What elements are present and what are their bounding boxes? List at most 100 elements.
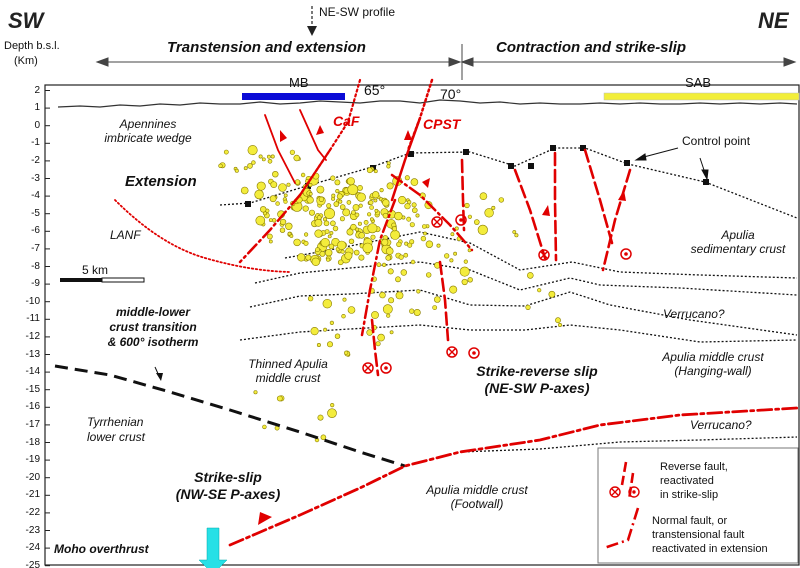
- earthquake-dot: [377, 333, 385, 342]
- earthquake-dot: [324, 229, 330, 234]
- earthquake-dot: [283, 199, 288, 204]
- earthquake-dot: [334, 179, 341, 186]
- depth-tick-label: -1: [31, 137, 40, 149]
- earthquake-dot: [358, 254, 365, 261]
- earthquake-dot: [317, 414, 324, 421]
- earthquake-dot: [243, 166, 248, 171]
- earthquake-dot: [407, 242, 413, 248]
- apulia-fw-label-1: Apulia middle crust: [426, 483, 528, 497]
- legend-item1-l2: reactivated: [660, 475, 714, 487]
- earthquake-dot: [339, 216, 345, 222]
- earthquake-dot: [389, 330, 394, 335]
- depth-tick-label: 0: [34, 119, 40, 131]
- apulia-fw-label-2: (Footwall): [450, 497, 504, 511]
- axis-label-1: Depth b.s.l.: [4, 40, 60, 52]
- earthquake-dot: [357, 221, 362, 226]
- apulia-sed-label-2: sedimentary crust: [690, 242, 786, 256]
- earthquake-dot: [335, 189, 340, 194]
- earthquake-dot: [334, 333, 341, 339]
- topography-line: [57, 99, 798, 108]
- earthquake-dot: [330, 220, 336, 227]
- earthquake-dot: [411, 207, 418, 214]
- profile-label: NE-SW profile: [319, 5, 396, 19]
- mb-label: MB: [289, 75, 309, 90]
- earthquake-dot: [433, 296, 441, 303]
- earthquake-dot: [407, 200, 412, 205]
- earthquake-dot: [308, 183, 313, 188]
- earthquake-dot: [358, 232, 366, 239]
- heading-right: Contraction and strike-slip: [496, 39, 687, 56]
- depth-tick-label: -10: [25, 295, 40, 307]
- strikeslip-label-1: Strike-slip: [194, 469, 262, 485]
- earthquake-dot: [276, 395, 283, 402]
- earthquake-dot: [400, 269, 407, 276]
- earthquake-dot: [285, 222, 293, 231]
- earthquake-dot: [356, 192, 366, 202]
- apulia-sed-label-1: Apulia: [721, 228, 755, 242]
- earthquake-dot: [247, 145, 258, 156]
- earthquake-dot: [330, 175, 336, 181]
- verrucano-label-2: Verrucano?: [690, 418, 752, 432]
- legend-item2-l2: transtensional fault: [652, 529, 745, 541]
- earthquake-dot: [467, 277, 473, 283]
- earthquake-dot: [514, 233, 519, 238]
- earthquake-dot: [268, 218, 273, 223]
- mb-bar: [242, 93, 345, 100]
- earthquake-dot: [346, 177, 355, 186]
- earthquake-dot: [369, 205, 374, 210]
- strikerev-label-1: Strike-reverse slip: [476, 363, 598, 379]
- earthquake-dot: [305, 254, 312, 261]
- earthquake-dot: [319, 250, 326, 257]
- depth-tick-label: -2: [31, 154, 40, 166]
- earthquake-dot: [333, 201, 340, 207]
- earthquake-dot: [426, 272, 432, 278]
- earthquake-dot: [339, 204, 346, 210]
- earthquake-dot: [362, 242, 373, 254]
- earthquake-dot: [320, 238, 330, 248]
- earthquake-dot: [479, 192, 488, 200]
- earthquake-dot: [467, 214, 473, 219]
- depth-tick-label: -12: [25, 330, 40, 342]
- earthquake-dot: [327, 234, 332, 239]
- earthquake-dot: [371, 311, 379, 319]
- scale-bar: [60, 277, 145, 283]
- depth-tick-label: -21: [25, 489, 40, 501]
- earthquake-dot: [254, 189, 264, 200]
- earthquake-dot: [310, 327, 319, 336]
- earthquake-dot: [218, 163, 223, 169]
- earthquake-dot: [258, 154, 263, 159]
- earthquake-dot: [311, 257, 320, 266]
- earthquake-dot: [348, 238, 355, 245]
- extension-label: Extension: [125, 173, 197, 190]
- depth-tick-label: -16: [25, 401, 40, 413]
- earthquake-dot: [247, 163, 253, 169]
- earthquake-dot: [526, 272, 534, 279]
- section-frame: [44, 84, 800, 566]
- transition-label-3: & 600° isotherm: [107, 335, 199, 349]
- earthquake-dot: [275, 201, 280, 206]
- earthquake-dot: [293, 238, 301, 247]
- earthquake-dot: [304, 232, 309, 237]
- legend-item2-l3: reactivated in extension: [652, 543, 768, 555]
- earthquake-dot: [464, 202, 470, 209]
- earthquake-dot: [410, 259, 416, 265]
- earthquake-dot: [344, 251, 353, 260]
- depth-tick-label: -6: [31, 225, 40, 237]
- earthquake-dot: [395, 291, 404, 300]
- depth-tick-label: -13: [25, 348, 40, 360]
- earthquake-dot: [336, 193, 343, 200]
- earthquake-dot: [354, 212, 360, 218]
- depth-tick-label: -14: [25, 366, 40, 378]
- earthquake-dot: [386, 313, 391, 318]
- earthquake-dot: [454, 226, 459, 231]
- profile-arrow: [307, 6, 317, 36]
- depth-tick-label: -22: [25, 506, 40, 518]
- earthquake-dot: [369, 217, 374, 222]
- earthquake-dot: [410, 178, 419, 186]
- legend-symbols: [603, 461, 640, 550]
- earthquake-dot: [449, 258, 454, 263]
- earthquake-dot: [302, 205, 309, 212]
- legend-item1-l1: Reverse fault,: [660, 461, 728, 473]
- earthquake-dot: [332, 225, 339, 232]
- earthquake-dot: [376, 262, 382, 268]
